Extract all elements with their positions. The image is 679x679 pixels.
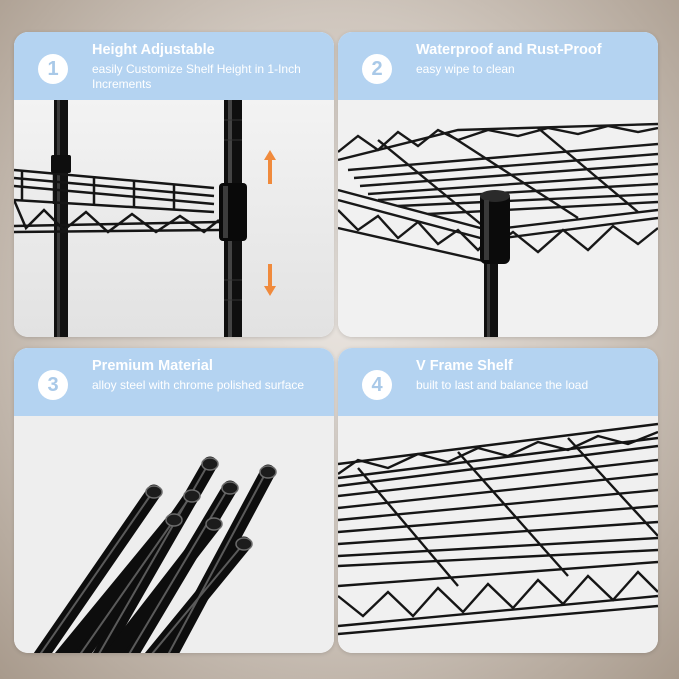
feature-banner: 2 Waterproof and Rust-Proof easy wipe to… xyxy=(338,32,658,100)
feature-title: Premium Material xyxy=(92,358,213,374)
feature-title: V Frame Shelf xyxy=(416,358,513,374)
feature-subtitle: easy wipe to clean xyxy=(416,62,515,76)
feature-number-badge: 3 xyxy=(38,370,68,400)
feature-number-badge: 1 xyxy=(38,54,68,84)
feature-subtitle: built to last and balance the load xyxy=(416,378,589,392)
feature-title: Waterproof and Rust-Proof xyxy=(416,42,602,58)
v-frame-wire-shelf-icon xyxy=(338,416,658,653)
feature-banner: 4 V Frame Shelf built to last and balanc… xyxy=(338,348,658,416)
feature-banner: 3 Premium Material alloy steel with chro… xyxy=(14,348,334,416)
feature-banner: 1 Height Adjustable easily Customize She… xyxy=(14,32,334,100)
feature-panel-premium-material: 3 Premium Material alloy steel with chro… xyxy=(14,348,334,653)
wire-shelf-corner-icon xyxy=(338,100,658,337)
feature-subtitle: easily Customize Shelf Height in 1-Inch … xyxy=(92,62,301,91)
feature-title: Height Adjustable xyxy=(92,42,215,58)
steel-tubes-icon xyxy=(14,416,334,653)
feature-subtitle: alloy steel with chrome polished surface xyxy=(92,378,305,392)
feature-panel-height-adjustable: 1 Height Adjustable easily Customize She… xyxy=(14,32,334,337)
feature-panel-v-frame: 4 V Frame Shelf built to last and balanc… xyxy=(338,348,658,653)
adjustable-shelf-pole-icon xyxy=(14,100,334,337)
feature-number-badge: 4 xyxy=(362,370,392,400)
feature-number-badge: 2 xyxy=(362,54,392,84)
feature-panel-waterproof: 2 Waterproof and Rust-Proof easy wipe to… xyxy=(338,32,658,337)
